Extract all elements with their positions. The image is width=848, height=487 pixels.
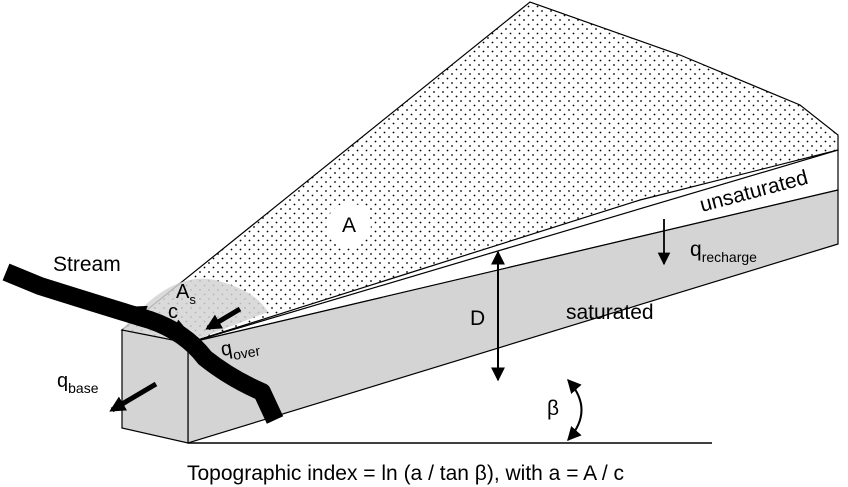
svg-text:qover: qover [219,333,262,365]
svg-text:qrecharge: qrecharge [690,238,757,265]
stream-label: Stream [53,253,121,276]
svg-text:A: A [342,214,356,237]
svg-text:As: As [176,281,196,307]
recharge-label: qrecharge [690,238,757,265]
contour-width-arrow [133,305,188,332]
slope-angle-label: β [547,397,559,420]
overland-flow-arrow [205,306,242,331]
svg-text:qbase: qbase [57,370,99,396]
baseflow-arrow [109,381,158,413]
saturated-area-label: As [176,281,196,307]
baseflow-label: qbase [57,370,99,396]
catchment-surface [120,1,839,344]
depth-label: D [470,307,485,330]
caption: Topographic index = ln (a / tan β), with… [187,462,624,485]
saturated-label: saturated [566,301,654,324]
area-label: A [327,203,371,247]
slope-angle-arc [567,378,583,442]
contour-width-label: c [168,301,178,323]
stream-channel [2,263,284,424]
overland-flow-label: qover [219,333,262,365]
